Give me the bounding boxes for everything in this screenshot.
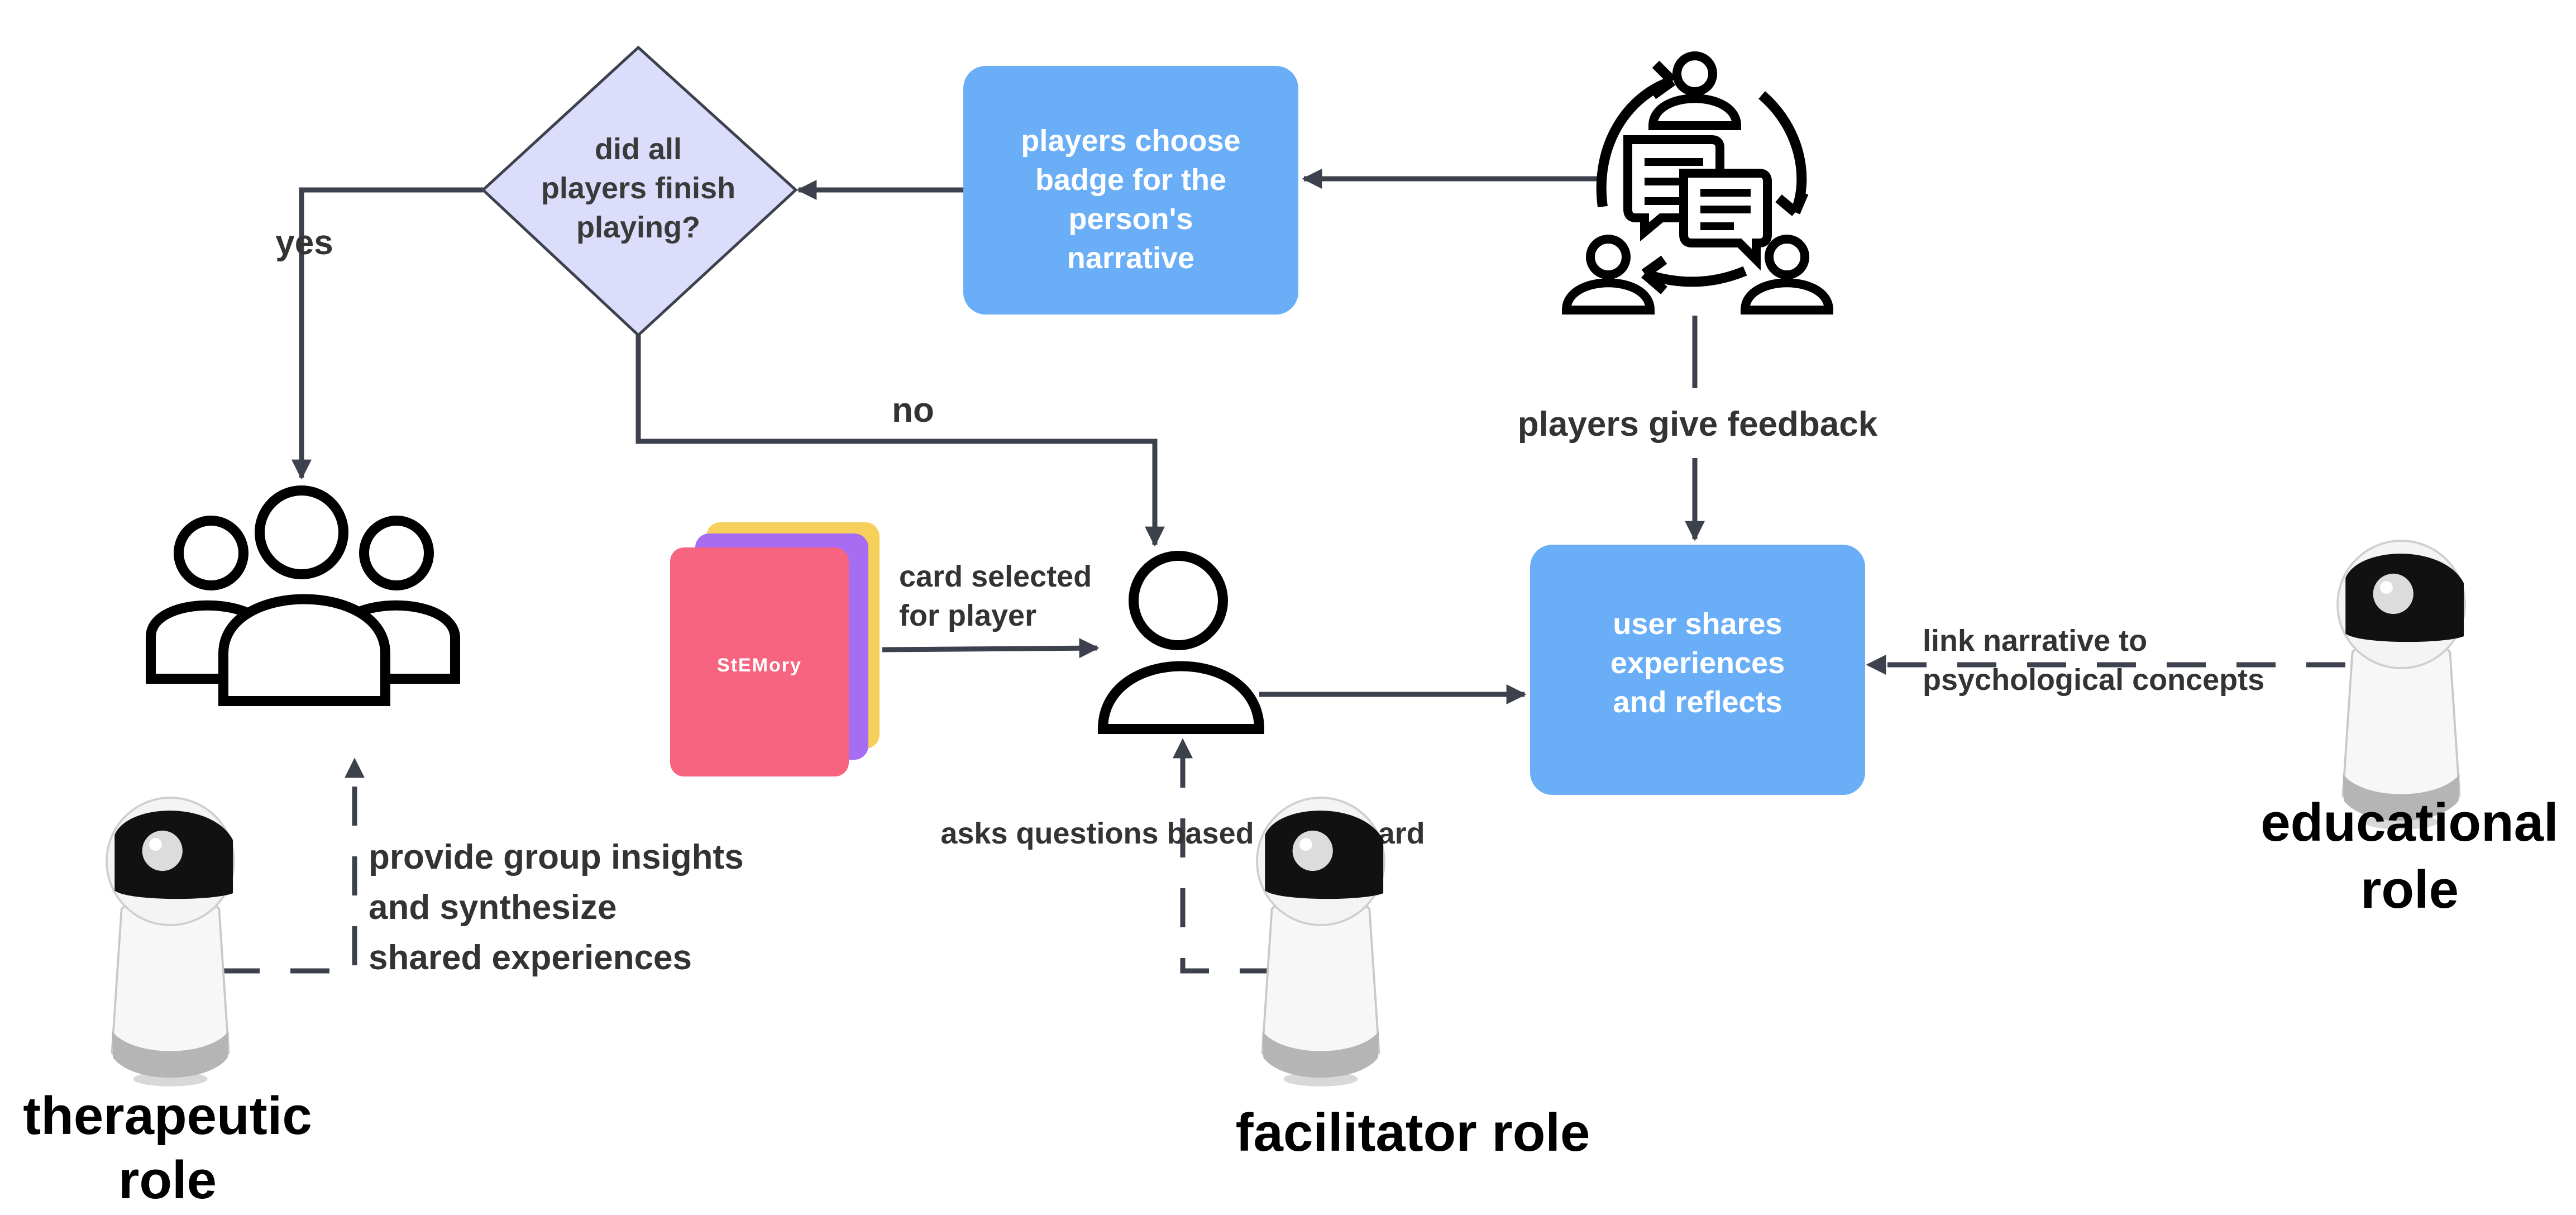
badge-box-shape — [963, 66, 1298, 315]
decision-line-3: playing? — [576, 211, 700, 244]
share-line-3: and reflects — [1613, 685, 1782, 719]
badge-line-2: badge for the — [1035, 163, 1226, 197]
player-icon — [1097, 551, 1265, 734]
edge-no — [635, 335, 1165, 547]
role-therapeutic-2: role — [118, 1150, 217, 1210]
label-insights-2: and synthesize — [369, 888, 616, 927]
decision-diamond: did all players finish playing? — [481, 45, 798, 337]
role-educational-2: role — [2360, 860, 2459, 919]
badge-line-4: narrative — [1067, 241, 1194, 275]
discussion-icon — [1561, 51, 1834, 315]
badge-line-1: players choose — [1021, 124, 1240, 158]
label-insights-3: shared experiences — [369, 938, 692, 977]
robot-icon — [2336, 540, 2466, 831]
share-box: user shares experiences and reflects — [1530, 545, 1865, 795]
role-facilitator: facilitator role — [1236, 1103, 1590, 1162]
decision-shape — [481, 45, 798, 337]
share-line-1: user shares — [1613, 607, 1782, 641]
label-link-1: link narrative to — [1923, 624, 2147, 657]
badge-line-3: person's — [1069, 202, 1193, 236]
edge-facilitator — [1173, 738, 1279, 974]
role-therapeutic-1: therapeutic — [23, 1086, 312, 1146]
label-no: no — [892, 391, 934, 430]
card-pink — [670, 547, 849, 776]
decision-line-2: players finish — [541, 171, 735, 205]
edge-card-to-player — [882, 638, 1100, 659]
group-icon — [146, 485, 460, 706]
edge-yes — [291, 187, 483, 480]
share-box-shape — [1530, 545, 1865, 795]
label-card-selected-2: for player — [899, 599, 1036, 632]
label-card-selected-1: card selected — [899, 560, 1092, 593]
label-link-2: psychological concepts — [1923, 663, 2264, 697]
role-educational-1: educational — [2260, 793, 2558, 852]
card-stack: StEMory — [670, 522, 880, 776]
edge-therapeutic — [221, 757, 365, 974]
badge-box: players choose badge for the person's na… — [963, 66, 1298, 315]
share-line-2: experiences — [1610, 646, 1785, 680]
label-insights-1: provide group insights — [369, 838, 744, 876]
label-yes: yes — [275, 223, 333, 262]
label-feedback: players give feedback — [1518, 405, 1878, 444]
robot-icon — [106, 797, 235, 1088]
connectors — [221, 169, 2345, 974]
card-label: StEMory — [717, 655, 802, 676]
robot-icon — [1256, 797, 1385, 1088]
decision-line-1: did all — [595, 132, 682, 166]
